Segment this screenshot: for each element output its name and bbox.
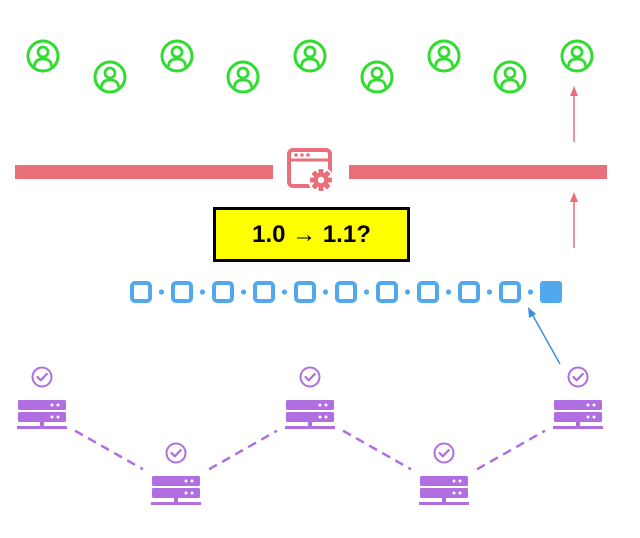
server-node-icon xyxy=(419,476,469,505)
server-node-icon xyxy=(553,400,603,429)
chain-block xyxy=(171,281,193,303)
user-circle-icon xyxy=(493,60,527,94)
user-circle-icon xyxy=(26,39,60,73)
user-circle-icon xyxy=(160,39,194,73)
chain-block xyxy=(294,281,316,303)
node-link xyxy=(342,429,412,471)
chain-link xyxy=(445,289,452,295)
new-block xyxy=(540,281,562,303)
node-link xyxy=(74,429,144,471)
check-circle-icon xyxy=(165,442,187,464)
chain-link xyxy=(240,289,247,295)
chain-link xyxy=(527,289,534,295)
chain-block xyxy=(376,281,398,303)
chain-block xyxy=(417,281,439,303)
chain-link xyxy=(158,289,165,295)
chain-block xyxy=(130,281,152,303)
node-to-block-arrow xyxy=(528,307,561,365)
chain-link xyxy=(404,289,411,295)
user-circle-icon xyxy=(226,60,260,94)
version-label: 1.0 → 1.1? xyxy=(252,220,371,248)
check-circle-icon xyxy=(567,366,589,388)
platform-to-user-arrow xyxy=(570,86,578,142)
chain-link xyxy=(486,289,493,295)
browser-settings-icon xyxy=(287,148,334,193)
chain-link xyxy=(199,289,206,295)
chain-block xyxy=(499,281,521,303)
user-circle-icon xyxy=(293,39,327,73)
node-link xyxy=(476,429,546,471)
users-row xyxy=(26,39,594,94)
chain-block xyxy=(253,281,275,303)
chain-block xyxy=(335,281,357,303)
node-network xyxy=(17,366,603,505)
user-circle-icon xyxy=(360,60,394,94)
node-links xyxy=(74,429,546,471)
chain-block xyxy=(458,281,480,303)
platform-bar-left xyxy=(15,165,273,179)
user-circle-icon xyxy=(427,39,461,73)
chain-link xyxy=(322,289,329,295)
server-node-icon xyxy=(17,400,67,429)
check-circle-icon xyxy=(299,366,321,388)
chain-block xyxy=(212,281,234,303)
blockchain xyxy=(130,281,562,303)
chain-link xyxy=(363,289,370,295)
check-circle-icon xyxy=(433,442,455,464)
platform-layer xyxy=(15,148,607,193)
platform-bar-right xyxy=(349,165,607,179)
node-link xyxy=(208,429,278,471)
chain-link xyxy=(281,289,288,295)
version-box: 1.0 → 1.1? xyxy=(213,207,410,262)
user-circle-icon xyxy=(93,60,127,94)
check-circle-icon xyxy=(31,366,53,388)
user-circle-icon xyxy=(560,39,594,73)
server-node-icon xyxy=(151,476,201,505)
server-node-icon xyxy=(285,400,335,429)
chain-to-platform-arrow xyxy=(570,192,578,248)
